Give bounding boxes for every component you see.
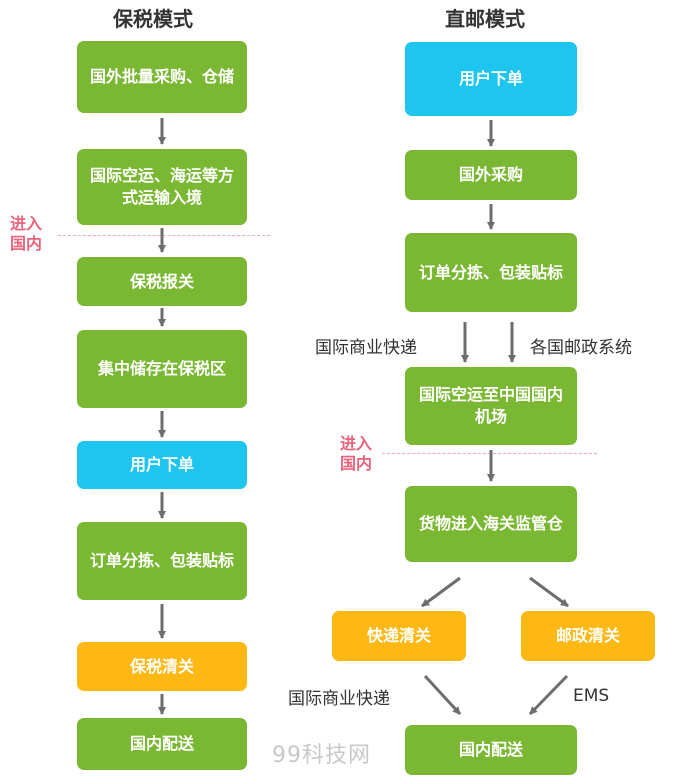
right-title: 直邮模式 xyxy=(445,7,525,31)
right-express-clearance: 快递清关 xyxy=(332,611,466,661)
right-channel-express-label: 国际商业快递 xyxy=(315,338,417,358)
right-border-note-line2: 国内 xyxy=(340,454,373,473)
left-title: 保税模式 xyxy=(113,7,193,31)
left-step-transport: 国际空运、海运等方式运输入境 xyxy=(77,149,247,225)
left-step-user-order: 用户下单 xyxy=(77,441,247,489)
left-step-sort-package: 订单分拣、包装贴标 xyxy=(77,522,247,600)
left-step-bonded-declaration: 保税报关 xyxy=(77,257,247,306)
right-step-customs-warehouse: 货物进入海关监管仓 xyxy=(405,486,577,562)
left-step-bonded-clearance: 保税清关 xyxy=(77,642,247,691)
left-border-note: 进入 国内 xyxy=(10,214,42,254)
right-border-note: 进入 国内 xyxy=(340,434,372,474)
right-border-note-line1: 进入 xyxy=(340,434,373,453)
right-step-sort-package: 订单分拣、包装贴标 xyxy=(405,233,577,312)
right-step-air-to-china: 国际空运至中国国内机场 xyxy=(405,367,577,445)
right-post-clearance: 邮政清关 xyxy=(521,611,655,661)
watermark: 99科技网 xyxy=(272,743,371,768)
right-domestic-delivery: 国内配送 xyxy=(405,725,577,775)
right-route-express-label: 国际商业快递 xyxy=(288,689,390,709)
left-border-line xyxy=(58,235,270,236)
right-step-user-order: 用户下单 xyxy=(405,42,577,116)
left-border-note-line1: 进入 xyxy=(10,214,43,233)
right-route-ems-label: EMS xyxy=(573,686,610,706)
right-arrow-to-post xyxy=(529,576,569,608)
right-arrow-to-express xyxy=(421,576,461,608)
right-arrow-express-delivery xyxy=(423,674,462,716)
right-step-foreign-purchase: 国外采购 xyxy=(405,150,577,200)
right-arrow-ems-delivery xyxy=(528,674,569,716)
left-border-note-line2: 国内 xyxy=(10,234,43,253)
right-channel-post-label: 各国邮政系统 xyxy=(530,338,632,358)
left-step-purchase-storage: 国外批量采购、仓储 xyxy=(77,41,247,113)
left-step-domestic-delivery: 国内配送 xyxy=(77,718,247,770)
left-step-bonded-storage: 集中储存在保税区 xyxy=(77,330,247,408)
